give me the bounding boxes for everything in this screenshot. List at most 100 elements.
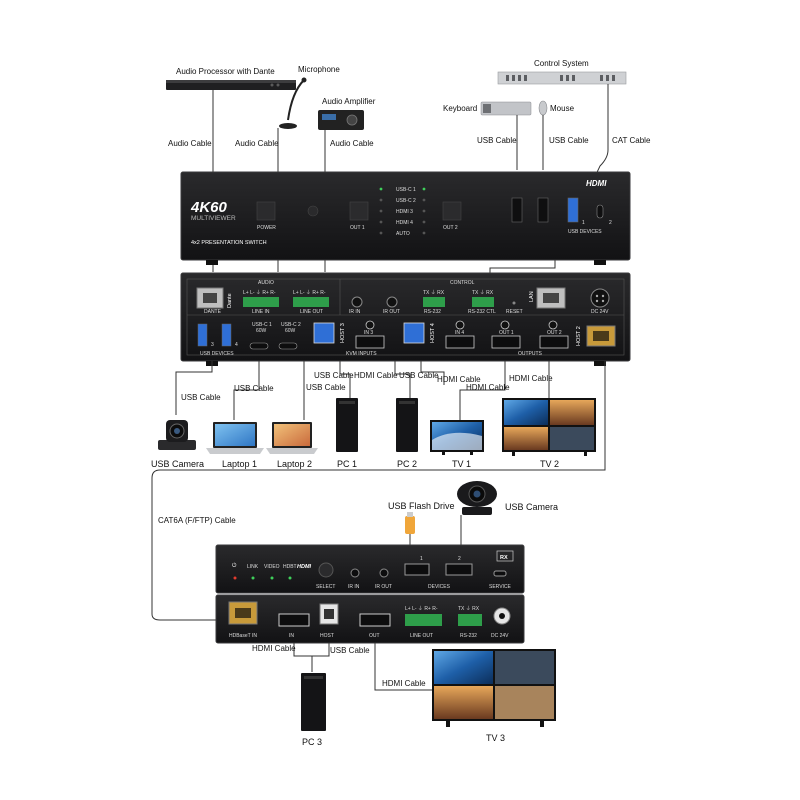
rx-service-label: SERVICE bbox=[489, 584, 512, 590]
ir-sensor bbox=[307, 205, 319, 217]
usb-camera-rx: USB Camera bbox=[457, 481, 558, 515]
audio-amplifier-label: Audio Amplifier bbox=[322, 97, 376, 106]
input-label-3: HDMI 3 bbox=[396, 209, 413, 215]
rx-in-hdmi-port[interactable] bbox=[278, 613, 310, 627]
line-in-pins: L+ L- ⏚ R+ R- bbox=[243, 289, 276, 296]
reset-label: RESET bbox=[506, 309, 523, 315]
rx-usb-device-2[interactable] bbox=[445, 563, 473, 576]
front-port1-label: 1 bbox=[582, 220, 585, 226]
dc-label: DC 24V bbox=[591, 309, 609, 315]
in3-hdmi-port[interactable] bbox=[355, 335, 385, 349]
line-out-pins: L+ L- ⏚ R+ R- bbox=[293, 289, 326, 296]
usb-cable-cam-label: USB Cable bbox=[181, 393, 221, 402]
rx-link-label: LINK bbox=[247, 564, 259, 570]
out2-button[interactable] bbox=[442, 201, 462, 221]
audio-processor-label: Audio Processor with Dante bbox=[176, 67, 275, 76]
front-hdmi-logo: HDMI bbox=[586, 179, 607, 188]
microphone: Microphone bbox=[279, 65, 340, 129]
kvm-inputs-label: KVM INPUTS bbox=[346, 351, 377, 357]
usbc1-label: USB-C 1 bbox=[252, 322, 272, 328]
front-usb-kb-port[interactable] bbox=[511, 197, 523, 223]
out2-hdmi-port[interactable] bbox=[539, 335, 569, 349]
rx-line-out-terminal[interactable] bbox=[405, 614, 442, 626]
host4-usb-b-port[interactable] bbox=[403, 322, 425, 344]
laptop-1: Laptop 1 bbox=[206, 422, 264, 469]
mouse-label: Mouse bbox=[550, 104, 575, 113]
rs232-ctl-terminal[interactable] bbox=[472, 297, 494, 307]
logo-4k60: 4K60 bbox=[190, 199, 228, 216]
front-usb-mouse-port[interactable] bbox=[537, 197, 549, 223]
tv-2: TV 2 bbox=[502, 398, 596, 469]
hdmi-cable-pc2-label: HDMI Cable bbox=[437, 375, 481, 384]
line-out-label: LINE OUT bbox=[300, 309, 323, 315]
microphone-label: Microphone bbox=[298, 65, 340, 74]
dc-power-jack[interactable] bbox=[590, 288, 610, 308]
keyboard: Keyboard bbox=[443, 101, 532, 116]
audio-cable-1-label: Audio Cable bbox=[168, 139, 212, 148]
audio-processor: Audio Processor with Dante bbox=[166, 67, 296, 90]
rear-usbc2-port[interactable] bbox=[278, 342, 298, 350]
rear-usb-devices-label: USB DEVICES bbox=[200, 351, 234, 357]
hdmi-cable-pc1-label: HDMI Cable bbox=[354, 371, 398, 380]
audio-cable-2-label: Audio Cable bbox=[235, 139, 279, 148]
usb-cable-pc1-label: USB Cable bbox=[314, 371, 354, 380]
usb-flash-label: USB Flash Drive bbox=[388, 501, 455, 511]
ir-in-jack[interactable] bbox=[351, 296, 363, 308]
out1-hdmi-port[interactable] bbox=[491, 335, 521, 349]
usb-cable-lap1-label: USB Cable bbox=[234, 384, 274, 393]
reset-button[interactable] bbox=[512, 301, 516, 305]
rear-usb-device-4[interactable] bbox=[221, 323, 232, 347]
rx-ir-out-label: IR OUT bbox=[375, 584, 392, 590]
pc2-label: PC 2 bbox=[397, 459, 417, 469]
lan-label: LAN bbox=[529, 291, 535, 302]
host4-label: HOST 4 bbox=[430, 323, 436, 343]
rx-in-label: IN bbox=[289, 633, 294, 639]
input-label-4: HDMI 4 bbox=[396, 220, 413, 226]
rx-out-hdmi-port[interactable] bbox=[359, 613, 391, 627]
power-button[interactable] bbox=[256, 201, 276, 221]
rear-port3-label: 3 bbox=[211, 342, 214, 348]
rx-rs232-terminal[interactable] bbox=[458, 614, 482, 626]
line-out-terminal[interactable] bbox=[293, 297, 329, 307]
rx-service-port[interactable] bbox=[493, 570, 507, 577]
rx-ir-in-jack[interactable] bbox=[350, 568, 360, 578]
front-usbc-port[interactable] bbox=[596, 204, 604, 219]
tv1-label: TV 1 bbox=[452, 459, 471, 469]
receiver-front: ⏻ LINK VIDEO HDBT HDMI SELECT IR IN IR O… bbox=[215, 544, 525, 594]
rs232-terminal[interactable] bbox=[423, 297, 445, 307]
out1-button[interactable] bbox=[349, 201, 369, 221]
in4-hdmi-port[interactable] bbox=[445, 335, 475, 349]
rx-select-button[interactable] bbox=[318, 562, 334, 578]
hdmi-cable-tv1-label: HDMI Cable bbox=[466, 383, 510, 392]
usbc2-label: USB-C 2 bbox=[281, 322, 301, 328]
rx-line-out-pins: L+ L- ⏚ R+ R- bbox=[405, 605, 438, 612]
lower-cables bbox=[151, 361, 606, 621]
laptop-2: Laptop 2 bbox=[266, 422, 318, 469]
usb-cable-mouse-label: USB Cable bbox=[549, 136, 589, 145]
rx-hdmi-logo: HDMI bbox=[297, 564, 312, 570]
rx-ir-out-jack[interactable] bbox=[379, 568, 389, 578]
pc-1: PC 1 bbox=[336, 398, 358, 469]
usb-cable-pc2-label: USB Cable bbox=[399, 371, 439, 380]
host3-usb-b-port[interactable] bbox=[313, 322, 335, 344]
ir-out-jack[interactable] bbox=[386, 296, 398, 308]
rx-rs232-pins: TX ⏚ RX bbox=[458, 605, 480, 612]
pc-2: PC 2 bbox=[396, 398, 418, 469]
in3-label: IN 3 bbox=[364, 330, 373, 336]
rx-select-label: SELECT bbox=[316, 584, 335, 590]
usbc1-watt: 60W bbox=[256, 328, 267, 334]
line-in-terminal[interactable] bbox=[243, 297, 279, 307]
pc3-label: PC 3 bbox=[302, 737, 322, 747]
rear-usb-device-3[interactable] bbox=[197, 323, 208, 347]
rear-audio-label: AUDIO bbox=[258, 280, 274, 286]
rs232-ctl-label: RS-232 CTL bbox=[468, 309, 496, 315]
rx-video-label: VIDEO bbox=[264, 564, 280, 570]
rear-usbc1-port[interactable] bbox=[249, 342, 269, 350]
pc-3: PC 3 bbox=[301, 673, 326, 747]
front-usb-device-port-1[interactable] bbox=[567, 197, 579, 223]
rx-hdbaset-in-label: HDBaseT IN bbox=[229, 633, 257, 639]
dante-label: DANTE bbox=[204, 309, 222, 315]
rx-usb-device-1[interactable] bbox=[404, 563, 430, 576]
host2-label: HOST 2 bbox=[576, 326, 582, 346]
input-label-5: AUTO bbox=[396, 231, 410, 237]
